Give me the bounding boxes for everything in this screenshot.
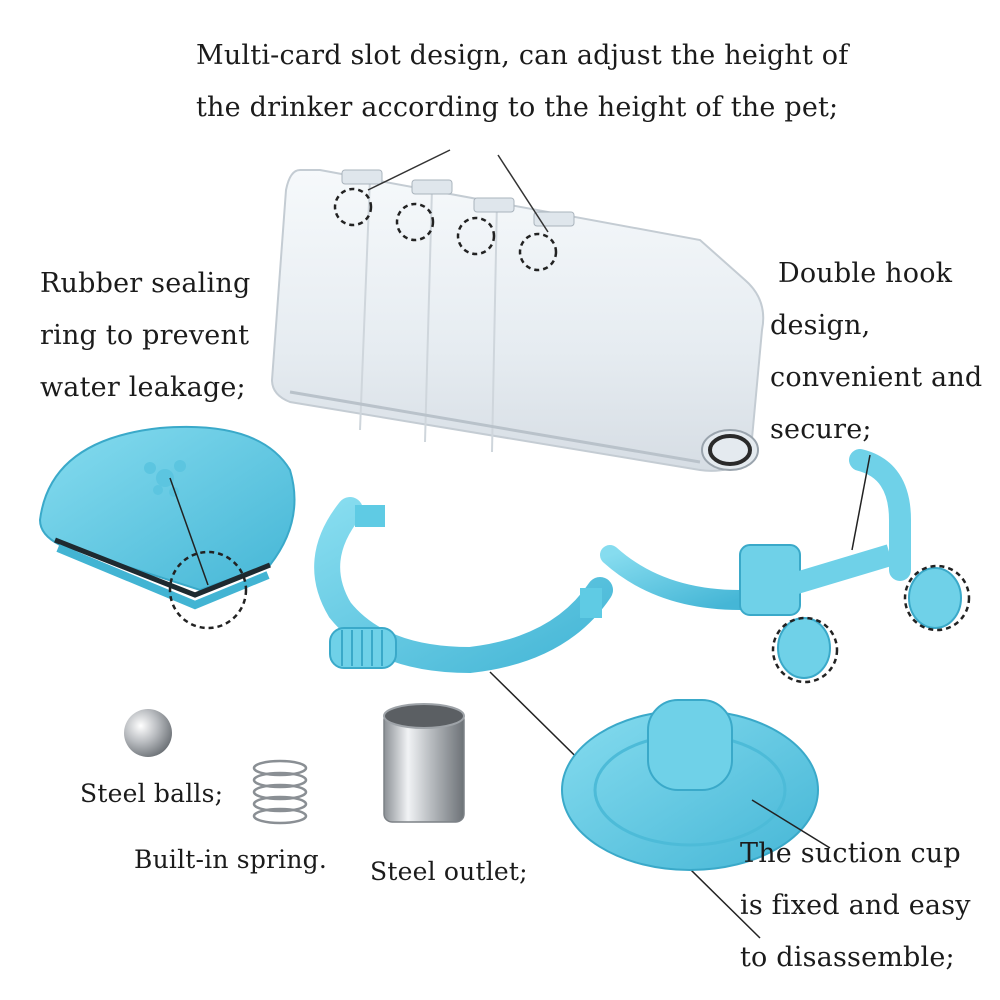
steel-outlet xyxy=(383,703,465,823)
callout-line: design, xyxy=(770,310,871,341)
double-hook-part xyxy=(600,449,971,684)
water-bottle-body xyxy=(270,169,765,472)
callout-line: ring to prevent xyxy=(40,320,250,351)
slot-highlight-circles xyxy=(333,187,558,272)
callout-line: to disassemble; xyxy=(740,942,955,973)
slot-design-callout: Multi-card slot design, can adjust the h… xyxy=(196,30,848,134)
callout-line: the drinker according to the height of t… xyxy=(196,92,839,123)
lid-with-rubber-ring xyxy=(38,425,296,630)
spring-label: Built-in spring. xyxy=(134,845,328,874)
callout-line: is fixed and easy xyxy=(740,890,971,921)
rubber-ring-callout: Rubber sealing ring to prevent water lea… xyxy=(40,258,250,414)
callout-line: water leakage; xyxy=(40,372,246,403)
callout-line: Multi-card slot design, can adjust the h… xyxy=(196,40,849,71)
double-hook-callout: Double hook design, convenient and secur… xyxy=(770,248,982,456)
suction-cup-callout: The suction cup is fixed and easy to dis… xyxy=(740,828,971,984)
callout-line: convenient and xyxy=(770,362,983,393)
bracket-clamp xyxy=(314,497,761,939)
callout-line: secure; xyxy=(770,414,872,445)
steel-ball xyxy=(124,709,172,757)
callout-line: The suction cup xyxy=(740,838,961,869)
suction-cup xyxy=(561,699,831,871)
clamp-screw xyxy=(329,627,397,669)
steel-balls-label: Steel balls; xyxy=(80,779,224,808)
spring xyxy=(252,759,308,825)
steel-outlet-label: Steel outlet; xyxy=(370,857,528,886)
callout-line: Rubber sealing xyxy=(40,268,251,299)
callout-line: Double hook xyxy=(778,258,953,289)
slot-leader-lines xyxy=(367,149,549,233)
